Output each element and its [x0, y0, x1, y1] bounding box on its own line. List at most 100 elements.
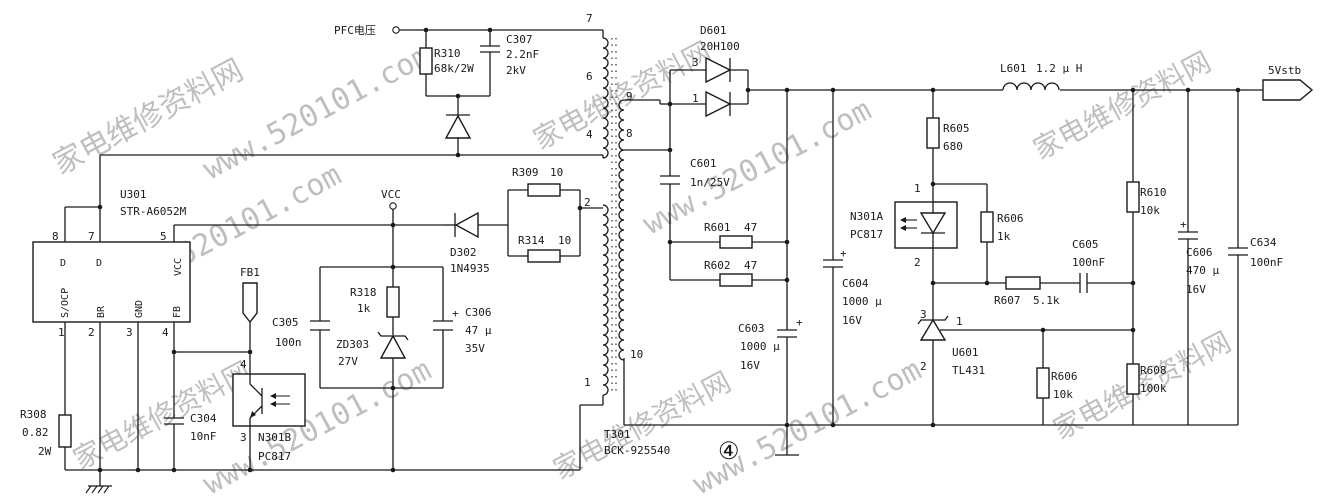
capacitor-c304: C304 10nF: [164, 412, 217, 470]
resistor-r606-1k: R606 1k: [933, 183, 1024, 286]
r310-ref: R310: [434, 47, 461, 60]
transformer-t301: 7 6 4 9 8 2 10 1 T301 BCK-925540: [458, 12, 670, 470]
t301-pin9: 9: [626, 90, 633, 103]
resistor-r610: R610 10k: [1126, 90, 1167, 364]
c603-ref: C603: [738, 322, 765, 335]
c634-value: 100nF: [1250, 256, 1283, 269]
u301-ref: U301: [120, 188, 147, 201]
u301-pin4-num: 4: [162, 326, 169, 339]
figure-number: ④: [718, 437, 740, 465]
inductor-l601: L601 1.2 μ H: [1000, 62, 1082, 91]
r608-value: 100k: [1140, 382, 1167, 395]
ground-bus-primary: [65, 467, 580, 494]
u301-part: STR-A6052M: [120, 205, 187, 218]
primary-winding-top: [602, 37, 609, 159]
resistor-r605: R605 680: [926, 90, 970, 204]
n301a-pin2: 2: [914, 256, 921, 269]
ground-bus-secondary: ④: [623, 358, 1043, 465]
r606a-value: 1k: [997, 230, 1011, 243]
resistor-r308: R308 0.82 2W: [20, 408, 72, 470]
zd303-value: 27V: [338, 355, 358, 368]
u301-pin2-name: BR: [96, 305, 107, 318]
output-label: 5Vstb: [1268, 64, 1301, 77]
u601-part: TL431: [952, 364, 985, 377]
watermark: 家电维修资料网 www.520101.com 家电维修资料网 www.52010…: [47, 35, 1236, 502]
c307-ref: C307: [506, 33, 533, 46]
u301-pin1-num: 1: [58, 326, 65, 339]
c307-rating: 2kV: [506, 64, 526, 77]
t301-pin10: 10: [630, 348, 643, 361]
l601-ref: L601: [1000, 62, 1027, 75]
resistors-r309-r314: R309 10 R314 10: [507, 166, 603, 263]
u301-pin8-name: D: [60, 258, 66, 269]
capacitor-c606: + C606 470 μ 16V: [1178, 90, 1219, 425]
d601-pin3: 3: [692, 56, 699, 69]
r308-value: 0.82: [22, 426, 49, 439]
comp-network: R607 5.1k C605 100nF: [933, 238, 1136, 307]
c307-value: 2.2nF: [506, 48, 539, 61]
c604-rating: 16V: [842, 314, 862, 327]
capacitor-c307: C307 2.2nF 2kV: [480, 33, 539, 96]
r601-value: 47: [744, 221, 757, 234]
t301-pin4: 4: [586, 128, 593, 141]
capacitor-c634: C634 100nF: [1228, 90, 1283, 425]
watermark-url: www.520101.com: [637, 92, 877, 242]
r310-value: 68k/2W: [434, 62, 474, 75]
n301a-part: PC817: [850, 228, 883, 241]
optocoupler-n301a: 1 2 N301A PC817: [850, 182, 958, 300]
r309-value: 10: [550, 166, 563, 179]
diode-d601: D601 20H100 3 1: [624, 24, 751, 118]
d302-part: 1N4935: [450, 262, 490, 275]
u301-pin3-name: GND: [134, 300, 145, 318]
vcc-supply: VCC: [174, 188, 444, 470]
secondary-winding: [618, 99, 625, 361]
capacitor-c604: + C604 1000 μ 16V: [823, 90, 882, 425]
fb1-test-point: [242, 282, 258, 324]
c305-ref: C305: [272, 316, 299, 329]
c601-value: 1n/25V: [690, 176, 730, 189]
capacitor-c305: C305 100n: [272, 316, 330, 349]
r607-value: 5.1k: [1033, 294, 1060, 307]
r608-ref: R608: [1140, 364, 1167, 377]
d601-ref: D601: [700, 24, 727, 37]
d601-part: 20H100: [700, 40, 740, 53]
r605-ref: R605: [943, 122, 970, 135]
c306-polarity: +: [452, 307, 459, 320]
c604-polarity: +: [840, 247, 847, 260]
n301b-ref: N301B: [258, 431, 291, 444]
c605-ref: C605: [1072, 238, 1099, 251]
c601-ref: C601: [690, 157, 717, 170]
shunt-regulator-u601: 3 1 2 U601 TL431: [917, 300, 1136, 425]
pfc-input: PFC电压: [334, 24, 603, 48]
t301-pin6: 6: [586, 70, 593, 83]
c603-value: 1000 μ: [740, 340, 780, 353]
vcc-label: VCC: [381, 188, 401, 201]
r601-ref: R601: [704, 221, 731, 234]
u301-pin1-name: S/OCP: [60, 288, 71, 318]
u601-ref: U601: [952, 346, 979, 359]
u601-pin2: 2: [920, 360, 927, 373]
diode-d302: D302 1N4935: [443, 211, 508, 275]
r606b-value: 10k: [1053, 388, 1073, 401]
r605-value: 680: [943, 140, 963, 153]
n301b-part: PC817: [258, 450, 291, 463]
u301-pin8-num: 8: [52, 230, 59, 243]
capacitor-c603: + C603 1000 μ 16V: [738, 90, 803, 425]
c603-polarity: +: [796, 316, 803, 329]
r606a-ref: R606: [997, 212, 1024, 225]
r309-ref: R309: [512, 166, 539, 179]
output-rail: 5Vstb: [748, 64, 1314, 101]
t301-ref: T301: [604, 428, 631, 441]
zener-zd303: ZD303 27V: [336, 331, 409, 388]
watermark-cn: 家电维修资料网: [528, 35, 717, 156]
fb-network: FB1: [171, 266, 260, 355]
c305-value: 100n: [275, 336, 302, 349]
c606-ref: C606: [1186, 246, 1213, 259]
u301-pin2-num: 2: [88, 326, 95, 339]
snubber-diode: [426, 93, 490, 158]
r314-ref: R314: [518, 234, 545, 247]
u301-pin4-name: FB: [172, 306, 183, 318]
r602-ref: R602: [704, 259, 731, 272]
u301-pin7-name: D: [96, 258, 102, 269]
